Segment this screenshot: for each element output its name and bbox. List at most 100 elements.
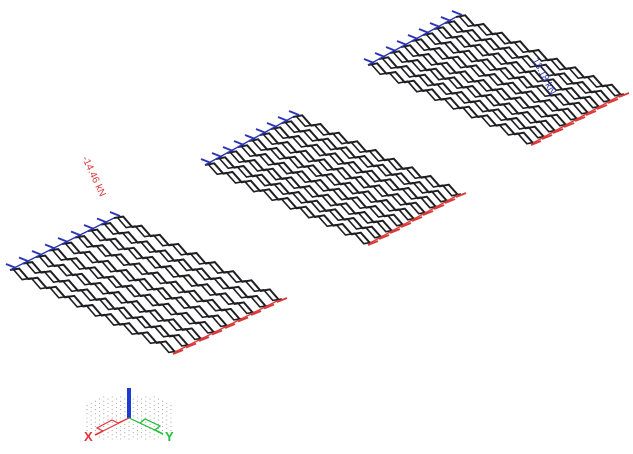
truss-member[interactable] xyxy=(400,44,567,126)
truss-member[interactable] xyxy=(113,215,280,301)
grid-dot xyxy=(111,400,113,402)
truss-member[interactable] xyxy=(433,26,600,108)
truss-chord[interactable] xyxy=(12,268,179,354)
truss-member[interactable] xyxy=(204,162,371,244)
grid-dot xyxy=(141,411,143,413)
truss-chord[interactable] xyxy=(103,222,270,308)
support-red xyxy=(530,140,542,146)
grid-dot xyxy=(136,430,138,432)
support-red xyxy=(455,192,467,198)
grid-dot xyxy=(86,421,88,423)
support-red xyxy=(585,110,597,116)
grid-dot xyxy=(103,409,105,411)
truss-member[interactable] xyxy=(248,138,415,220)
grid-dot xyxy=(111,438,113,440)
truss-member[interactable] xyxy=(270,126,437,208)
truss-member[interactable] xyxy=(422,32,589,114)
support-red xyxy=(541,134,553,140)
grid-dot xyxy=(162,421,164,423)
grid-dot xyxy=(111,409,113,411)
edge-beam-red xyxy=(369,194,459,244)
truss-member[interactable] xyxy=(411,38,578,120)
truss-member[interactable] xyxy=(292,114,459,196)
truss-chord[interactable] xyxy=(262,133,429,215)
truss-member[interactable] xyxy=(226,150,393,232)
grid-dot xyxy=(103,413,105,415)
truss-chord[interactable] xyxy=(436,27,603,109)
truss-member[interactable] xyxy=(281,120,448,202)
truss-member[interactable] xyxy=(35,254,202,340)
grid-dot xyxy=(145,417,147,419)
x-axis-label: X xyxy=(84,429,93,444)
truss-chord[interactable] xyxy=(38,255,205,341)
truss-member[interactable] xyxy=(22,261,189,347)
truss-member[interactable] xyxy=(100,222,267,308)
truss-chord[interactable] xyxy=(295,115,462,197)
truss-chord[interactable] xyxy=(458,15,625,97)
truss-member[interactable] xyxy=(367,62,534,144)
support-red xyxy=(237,316,249,323)
truss-chord[interactable] xyxy=(218,157,385,239)
support-red xyxy=(224,323,236,329)
truss-member[interactable] xyxy=(61,241,228,327)
truss-chord[interactable] xyxy=(116,216,283,302)
truss-member[interactable] xyxy=(378,56,545,138)
truss-chord[interactable] xyxy=(25,261,192,347)
truss-member[interactable] xyxy=(389,50,556,132)
truss-chord[interactable] xyxy=(284,121,451,203)
grid-dot xyxy=(141,432,143,434)
truss-chord[interactable] xyxy=(251,139,418,221)
grid-dot xyxy=(157,415,159,417)
grid-dot xyxy=(111,430,113,432)
grid-dot xyxy=(136,404,138,406)
truss-member[interactable] xyxy=(444,20,611,102)
grid-dot xyxy=(136,396,138,398)
truss-member[interactable] xyxy=(215,156,382,238)
truss-member[interactable] xyxy=(74,235,241,321)
grid-dot xyxy=(145,396,147,398)
truss-member[interactable] xyxy=(237,144,404,226)
truss-chord[interactable] xyxy=(392,51,559,133)
truss-chord[interactable] xyxy=(207,163,374,245)
truss-chord[interactable] xyxy=(425,33,592,115)
grid-dot xyxy=(132,415,134,417)
grid-dot xyxy=(94,413,96,415)
truss-chord[interactable] xyxy=(229,151,396,233)
truss-chord[interactable] xyxy=(414,39,581,121)
truss-chord[interactable] xyxy=(77,235,244,321)
edge-beam-red xyxy=(532,94,622,144)
truss-chord[interactable] xyxy=(90,229,257,315)
grid-dot xyxy=(103,404,105,406)
truss-chord[interactable] xyxy=(273,127,440,209)
grid-dot xyxy=(94,425,96,427)
truss-chord[interactable] xyxy=(51,248,218,334)
grid-dot xyxy=(132,432,134,434)
grid-dot xyxy=(157,419,159,421)
truss-chord[interactable] xyxy=(64,242,231,328)
truss-chord[interactable] xyxy=(381,57,548,139)
truss-member[interactable] xyxy=(9,267,176,353)
truss-chord[interactable] xyxy=(370,63,537,145)
grid-dot xyxy=(103,400,105,402)
grid-dot xyxy=(149,415,151,417)
grid-dot xyxy=(166,423,168,425)
grid-dot xyxy=(111,417,113,419)
support-red xyxy=(378,234,390,240)
grid-dot xyxy=(111,434,113,436)
grid-dot xyxy=(120,417,122,419)
truss-member[interactable] xyxy=(259,132,426,214)
grid-dot xyxy=(170,409,172,411)
truss-member[interactable] xyxy=(87,228,254,314)
truss-chord[interactable] xyxy=(447,21,614,103)
grid-dot xyxy=(141,406,143,409)
grid-dot xyxy=(170,413,172,415)
grid-dot xyxy=(166,432,168,434)
grid-dot xyxy=(141,419,143,421)
truss-chord[interactable] xyxy=(240,145,407,227)
truss-chord[interactable] xyxy=(403,45,570,127)
truss-member[interactable] xyxy=(455,14,622,96)
grid-dot xyxy=(107,436,109,438)
grid-dot xyxy=(132,398,134,400)
truss-member[interactable] xyxy=(48,248,215,334)
